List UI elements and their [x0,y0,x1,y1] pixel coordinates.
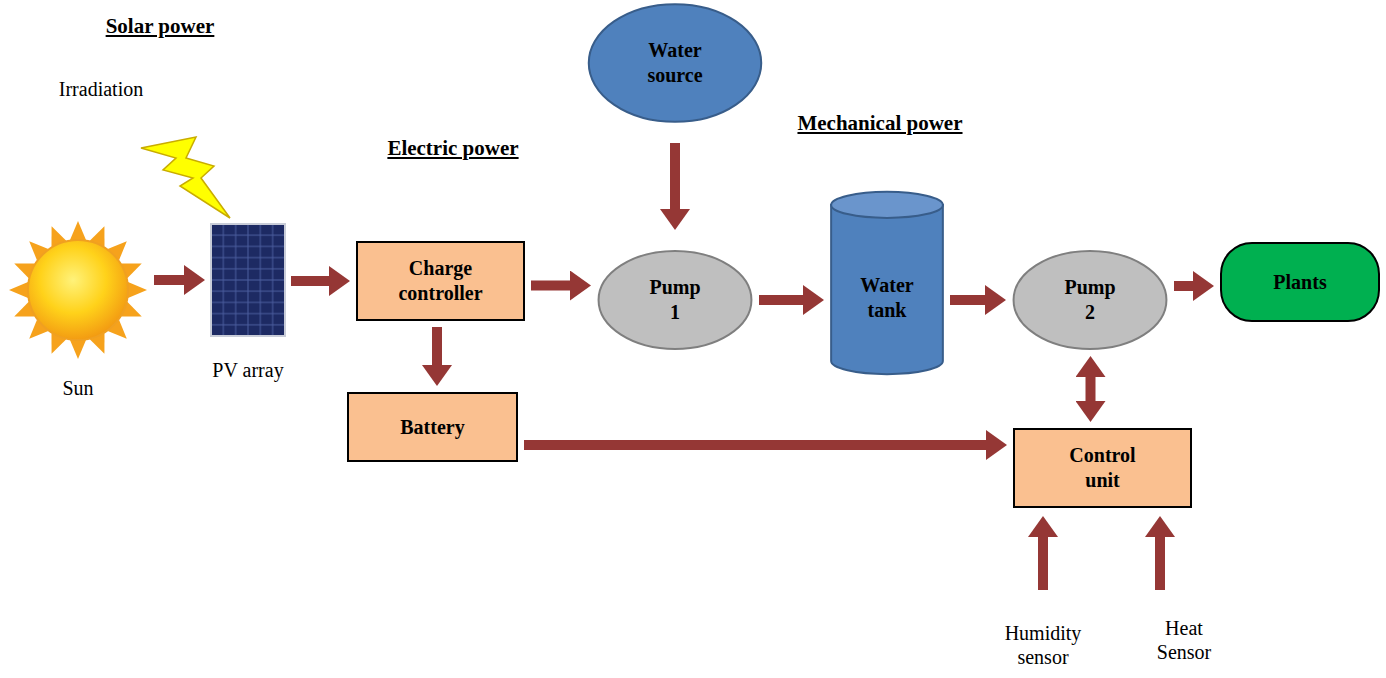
flow-arrow [670,143,680,209]
node-label: Water source [630,38,720,88]
water-source-ellipse: Water source [587,3,763,123]
flow-arrow [291,276,329,286]
node-caption: PV array [212,358,283,383]
process-box: Battery [347,392,518,462]
node-label: Pump 1 [646,275,704,325]
ellipse-shape [589,4,761,122]
node-label: Pump 2 [1061,275,1119,325]
sensor-arrow [1145,516,1175,590]
flow-arrow [154,275,184,285]
double-arrow [1086,377,1096,401]
process-box: Charge controller [356,241,525,321]
process-box: Control unit [1013,428,1192,508]
ellipse-outline [1012,250,1168,350]
pump-ellipse: Pump 2 [1012,250,1168,350]
section-heading: Solar power [50,14,270,39]
node-caption: Sun [62,376,93,401]
sensor-arrow [1028,516,1058,590]
flow-arrow [531,281,570,291]
pump-ellipse: Pump 1 [597,250,753,350]
water-tank-cylinder: Water tank [830,190,944,376]
cylinder-top [831,192,943,218]
flow-arrow [950,295,985,305]
ellipse-shape [599,251,752,349]
node-label: Control unit [1053,443,1153,493]
annotation-label: Irradiation [31,78,171,102]
ellipse-outline [587,3,763,123]
flow-arrow [432,327,442,365]
ellipse-shape [1014,251,1167,349]
plants-terminal: Plants [1220,242,1380,322]
illustration-slot [8,220,148,360]
illustration-slot [211,224,285,336]
flow-arrow [1174,281,1193,291]
node-label: Water tank [847,273,927,323]
flow-arrow [759,295,803,305]
node-label: Charge controller [376,256,506,306]
sensor-label: Heat Sensor [1148,617,1220,664]
section-heading: Electric power [338,136,568,161]
cylinder-body [831,205,943,374]
ellipse-outline [597,250,753,350]
node-label: Battery [400,415,464,440]
lightning-bolt [141,137,230,218]
node-label: Plants [1273,270,1326,295]
flow-arrow [524,440,986,450]
section-heading: Mechanical power [745,111,1015,136]
pv-array-node: PV array [193,224,303,383]
sensor-label: Humidity sensor [993,622,1093,669]
pv-panel-illustration [211,224,285,336]
sun-illustration [9,221,147,359]
sun-node: Sun [8,220,148,401]
